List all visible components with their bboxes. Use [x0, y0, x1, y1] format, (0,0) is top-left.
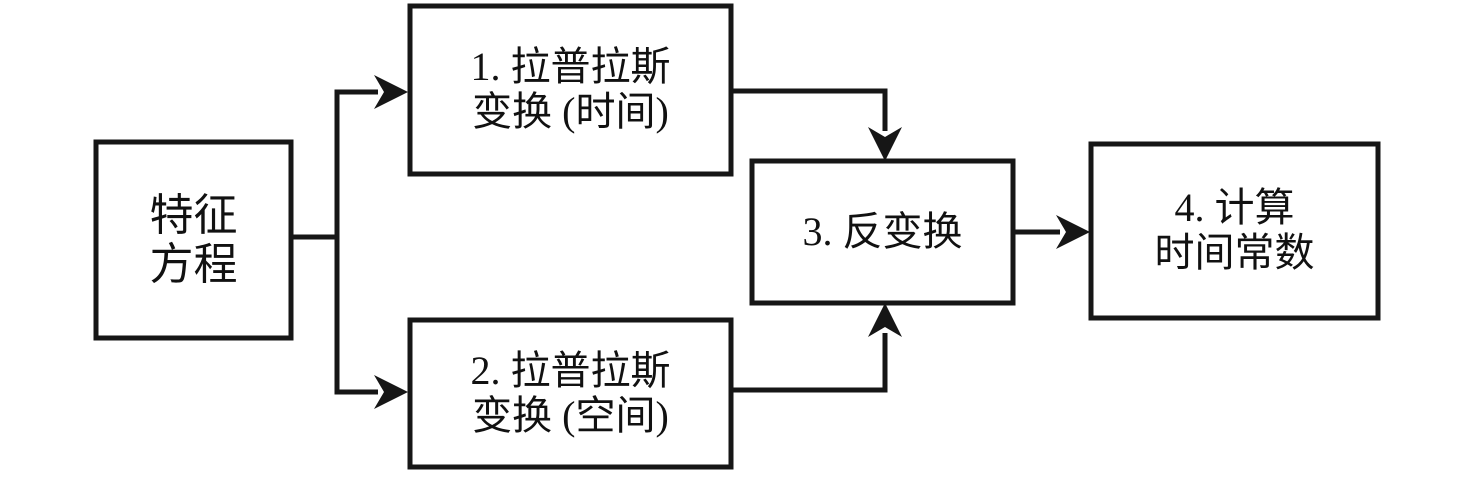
node-box-laplace-transform-space[interactable]	[407, 317, 734, 470]
connector-start-to-step1-line	[291, 89, 378, 240]
connector-layer	[291, 75, 1090, 409]
arrow-right-icon	[374, 75, 408, 109]
connector-step2-to-step3-line	[731, 333, 888, 393]
node-box-compute-time-constant[interactable]	[1088, 141, 1381, 321]
connector-start-to-step2	[291, 234, 408, 409]
node-layer	[93, 3, 1381, 470]
arrow-up-icon	[868, 303, 902, 337]
arrow-right-icon	[1056, 215, 1090, 249]
arrow-right-icon	[374, 375, 408, 409]
node-box-laplace-transform-time[interactable]	[407, 3, 734, 177]
connector-start-to-step2-line	[291, 234, 378, 395]
connector-step1-to-step3-line	[731, 88, 888, 131]
node-box-characteristic-equation[interactable]	[93, 139, 294, 341]
connector-start-to-step1	[291, 75, 408, 240]
connector-step3-to-step4	[1013, 215, 1090, 249]
node-box-inverse-transform[interactable]	[749, 158, 1016, 306]
connector-step2-to-step3	[731, 303, 902, 393]
arrow-down-icon	[868, 127, 902, 161]
connector-step1-to-step3	[731, 88, 902, 161]
